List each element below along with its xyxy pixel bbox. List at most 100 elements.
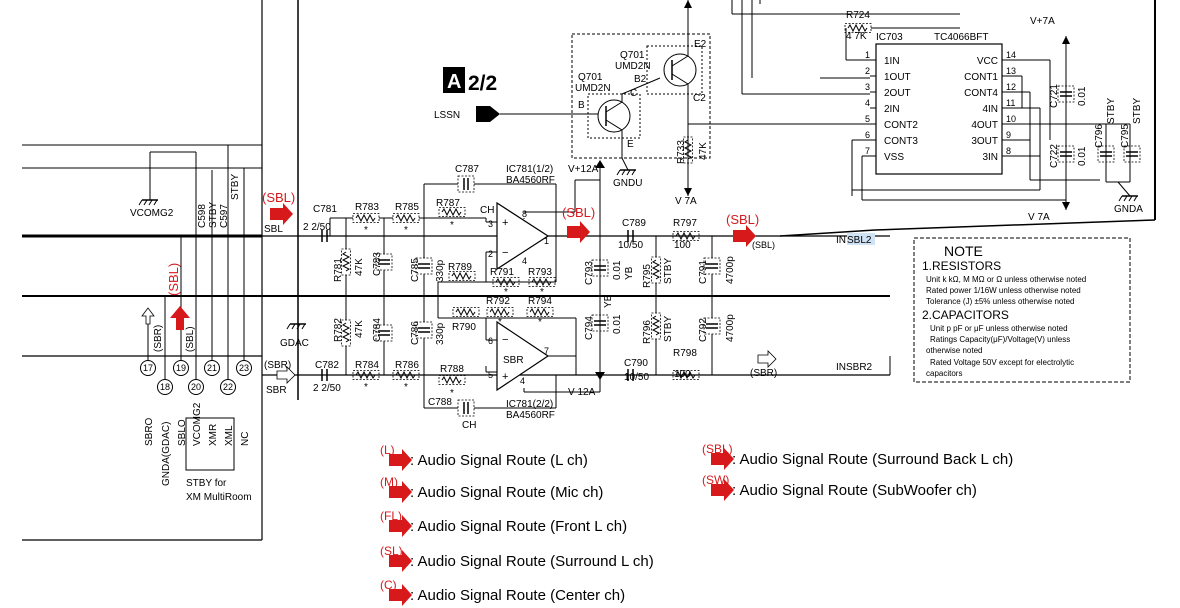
ic781b-pin6: 6 (488, 336, 493, 346)
connector-pin-number: 18 (160, 382, 170, 392)
sheet-a-letter: A (447, 71, 461, 93)
r797-label: R797 (673, 218, 697, 229)
connector-pin-name: SBRO (144, 417, 155, 446)
connector-pin-name: SBLO (177, 419, 188, 446)
ic703-pin-name: CONT1 (964, 72, 998, 83)
v7a-pos-label: V+7A (1030, 16, 1055, 27)
ic703-part: TC4066BFT (934, 32, 988, 43)
c781-value: 2 2/50 (303, 222, 331, 233)
c598-label: C598 (197, 204, 208, 228)
c782-label: C782 (315, 360, 339, 371)
connector-pin-name: GNDA(GDAC) (161, 422, 172, 486)
r798-label: R798 (673, 348, 697, 359)
note-resistor-line-3: Tolerance (J) ±5% unless otherwise noted (926, 297, 1074, 306)
note-resistor-line-1: Unit k kΩ, M MΩ or Ω unless otherwise no… (926, 275, 1086, 284)
v7a-neg-label: V 7A (1028, 212, 1050, 223)
insbl2-highlight (847, 233, 875, 245)
r788-star: * (450, 388, 454, 399)
q701-pin-e2: E2 (694, 39, 707, 50)
c722-label: C722 (1049, 144, 1060, 168)
c786-value: 330p (435, 322, 446, 345)
legend-code: (FL) (380, 509, 402, 523)
c784-label: C784 (372, 318, 383, 342)
q701-pin-b: B (578, 100, 585, 111)
insbr2-label: INSBR2 (836, 362, 873, 373)
r795-stby: STBY (663, 258, 674, 284)
connector-pin-circle (220, 379, 236, 395)
q701-top-ref: Q701 (620, 50, 645, 61)
q701-b-outline (646, 45, 703, 95)
ic781a-plus: + (502, 217, 508, 229)
note-box (913, 237, 1131, 383)
r733-label: R733 (676, 140, 687, 164)
sbr-input-route: (SBR) (264, 360, 291, 371)
r724-value: 4 7K (846, 31, 867, 42)
c793-label: C793 (584, 261, 595, 285)
ic703-pin-num: 14 (1006, 50, 1016, 60)
connector-pin-name: XML (224, 425, 235, 446)
r796-stby: STBY (663, 316, 674, 342)
c792-value: 4700p (725, 314, 736, 342)
c791-label: C791 (698, 260, 709, 284)
r792-label: R792 (486, 296, 510, 307)
r793-label: R793 (528, 267, 552, 278)
ic703-pin-num: 9 (1006, 130, 1011, 140)
insbl2-prefix: IN (836, 235, 846, 246)
note-capacitors-head: 2.CAPACITORS (922, 308, 1009, 322)
ic703-ref: IC703 (876, 32, 903, 43)
legend-code: (C) (380, 578, 397, 592)
c782-value: 2 2/50 (313, 383, 341, 394)
c785-label: C785 (410, 258, 421, 282)
legend-text: : Audio Signal Route (Front L ch) (410, 518, 627, 535)
ic703-pin-num: 7 (865, 146, 870, 156)
connector-pin-number: 21 (207, 363, 217, 373)
ic781a-pin8: 8 (522, 209, 527, 219)
note-resistors-head: 1.RESISTORS (922, 259, 1001, 273)
connector-pin-circle (140, 360, 156, 376)
sbl-route-mid: (SBL) (562, 205, 595, 220)
legend-code: (M) (380, 475, 398, 489)
connector-pin-number: 20 (191, 382, 201, 392)
c786-label: C786 (410, 321, 421, 345)
connector-pin-name: XMR (208, 424, 219, 446)
r791-label: R791 (490, 267, 514, 278)
q701-left-part: UMD2N (575, 83, 611, 94)
gndu-label: GNDU (613, 178, 642, 189)
q701-package-outline (571, 33, 711, 159)
ic703-pin-num: 8 (1006, 146, 1011, 156)
c796-stby: STBY (1106, 98, 1117, 124)
connector-pin-circle (188, 379, 204, 395)
ic703-pin-num: 13 (1006, 66, 1016, 76)
ic703-pin-name: CONT3 (884, 136, 918, 147)
r792-star: * (498, 317, 502, 328)
note-capacitor-line-5: capacitors (926, 369, 962, 378)
ic703-pin-name: CONT2 (884, 120, 918, 131)
q701-pin-e: E (627, 139, 634, 150)
ic781b-minus: − (502, 334, 508, 346)
c790-label: C790 (624, 358, 648, 369)
connector-footnote-1: STBY for (186, 478, 227, 489)
ic703-pin-name: VCC (977, 56, 998, 67)
r786-star: * (404, 382, 408, 393)
r781-label: R781 (333, 258, 344, 282)
stby-label-2: STBY (230, 174, 241, 200)
c722-value: 0.01 (1077, 146, 1088, 166)
connector-pin-circle (157, 379, 173, 395)
connector-pin-circle (204, 360, 220, 376)
q701-pin-c2: C2 (693, 93, 706, 104)
signal-route-legend: (L): Audio Signal Route (L ch)(M): Audio… (380, 442, 1013, 606)
gdac-label: GDAC (280, 338, 309, 349)
pin19-sbl-small: (SBL) (185, 326, 196, 352)
insbl2-highlighted: SBL2 (847, 235, 872, 246)
sheet-page: 2/2 (468, 72, 497, 95)
ic781b-pin4: 4 (520, 376, 525, 386)
ic781b-part: BA4560RF (506, 410, 555, 421)
r791-star: * (504, 287, 508, 298)
ic703-pin-name: 2OUT (884, 88, 911, 99)
q701-a-outline (587, 93, 641, 139)
